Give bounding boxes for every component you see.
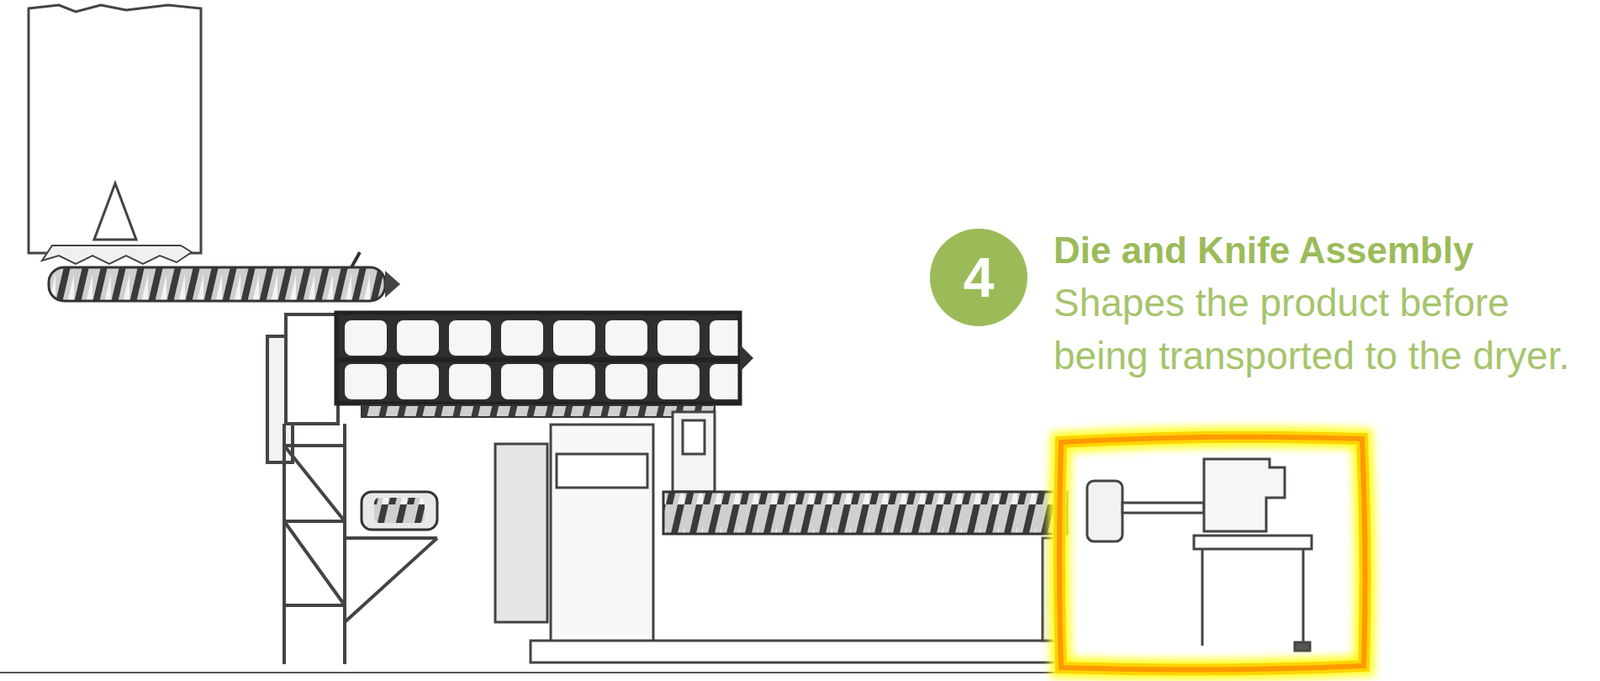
callout-description: Shapes the product before being transpor… bbox=[1053, 276, 1592, 383]
highlight-frame bbox=[1059, 437, 1366, 671]
feeder-screw bbox=[48, 252, 401, 301]
base-frame bbox=[530, 538, 1063, 663]
preconditioner bbox=[336, 312, 754, 418]
callout-circle bbox=[929, 228, 1028, 327]
feed-hopper bbox=[28, 5, 201, 265]
extruder-barrel bbox=[663, 491, 1067, 534]
callout-title: Die and Knife Assembly bbox=[1053, 228, 1592, 273]
die-and-knife bbox=[1087, 459, 1312, 651]
motor bbox=[361, 491, 438, 530]
callout-number: 4 bbox=[929, 228, 1028, 327]
callout-number-text: 4 bbox=[929, 228, 1028, 327]
ground-line bbox=[0, 671, 1062, 674]
